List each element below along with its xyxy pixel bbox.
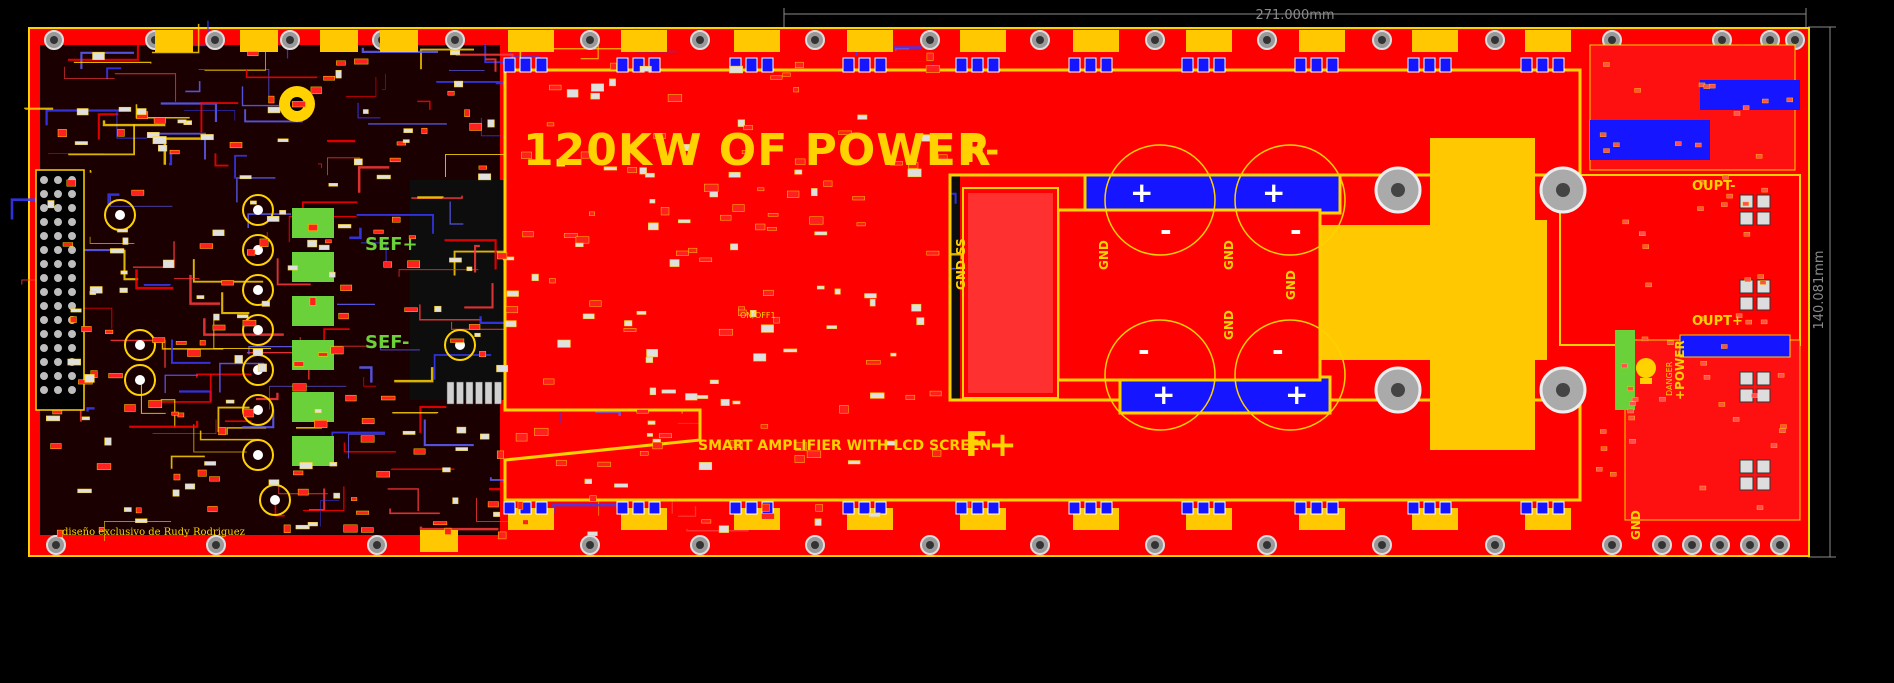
svg-text:-: -	[1290, 214, 1302, 247]
capacitor-polarity-marks: + + + + - - - -	[1130, 176, 1308, 411]
smd-components	[46, 50, 1794, 540]
transformer-pad	[1300, 138, 1547, 450]
label-gnd-4: GND	[1222, 310, 1236, 340]
dimension-width-label: 271.000mm	[1255, 8, 1334, 23]
svg-text:-: -	[1160, 214, 1172, 247]
designer-credit: diseño exclusivo de Rudy Rodriguez	[62, 527, 245, 538]
svg-text:-: -	[1138, 334, 1150, 367]
board-subtitle: SMART AMPLIFIER WITH LCD SCREEN	[698, 438, 991, 454]
label-gnd-2: GND	[1222, 240, 1236, 270]
label-gnd-1: GND	[1097, 240, 1111, 270]
input-connector-pins	[39, 175, 77, 395]
dimension-width	[783, 8, 1807, 30]
dimension-height-label: 140.081mm	[1812, 250, 1827, 329]
output-terminals	[1739, 194, 1771, 491]
label-gnd-3: GND	[1284, 270, 1298, 300]
label-output-minus: OUPT-	[1692, 179, 1736, 194]
label-f-plus: F+	[965, 425, 1017, 465]
thermal-via-array	[962, 187, 1059, 399]
svg-text:-: -	[1272, 334, 1284, 367]
dimension-height	[1808, 26, 1836, 558]
mounting-holes	[44, 30, 1805, 555]
driver-green-pours	[292, 208, 334, 466]
svg-text:+: +	[1130, 176, 1153, 209]
svg-text:+: +	[1152, 378, 1175, 411]
label-power: +POWER	[1673, 340, 1687, 400]
mosfet-rows	[155, 30, 1571, 552]
label-on-off: ON/OFF1	[740, 311, 776, 320]
output-section	[1589, 44, 1801, 521]
bus-capacitors	[1104, 144, 1346, 431]
svg-text:+: +	[1285, 378, 1308, 411]
label-sef-top: SEF+	[365, 234, 418, 255]
label-f-minus: F-	[963, 131, 999, 171]
filter-capacitors	[104, 194, 476, 516]
board-title-power: 120KW OF POWER	[523, 125, 992, 176]
label-output-plus: OUPT+	[1692, 314, 1743, 329]
danger-skull-icon	[1636, 358, 1656, 384]
label-sef-bottom: SEF-	[365, 332, 409, 353]
label-danger: DANGER	[1665, 361, 1674, 396]
svg-text:+: +	[1262, 176, 1285, 209]
label-gnd-5: GND	[1629, 510, 1643, 540]
label-gnd-ss: GND-SS	[954, 238, 968, 290]
